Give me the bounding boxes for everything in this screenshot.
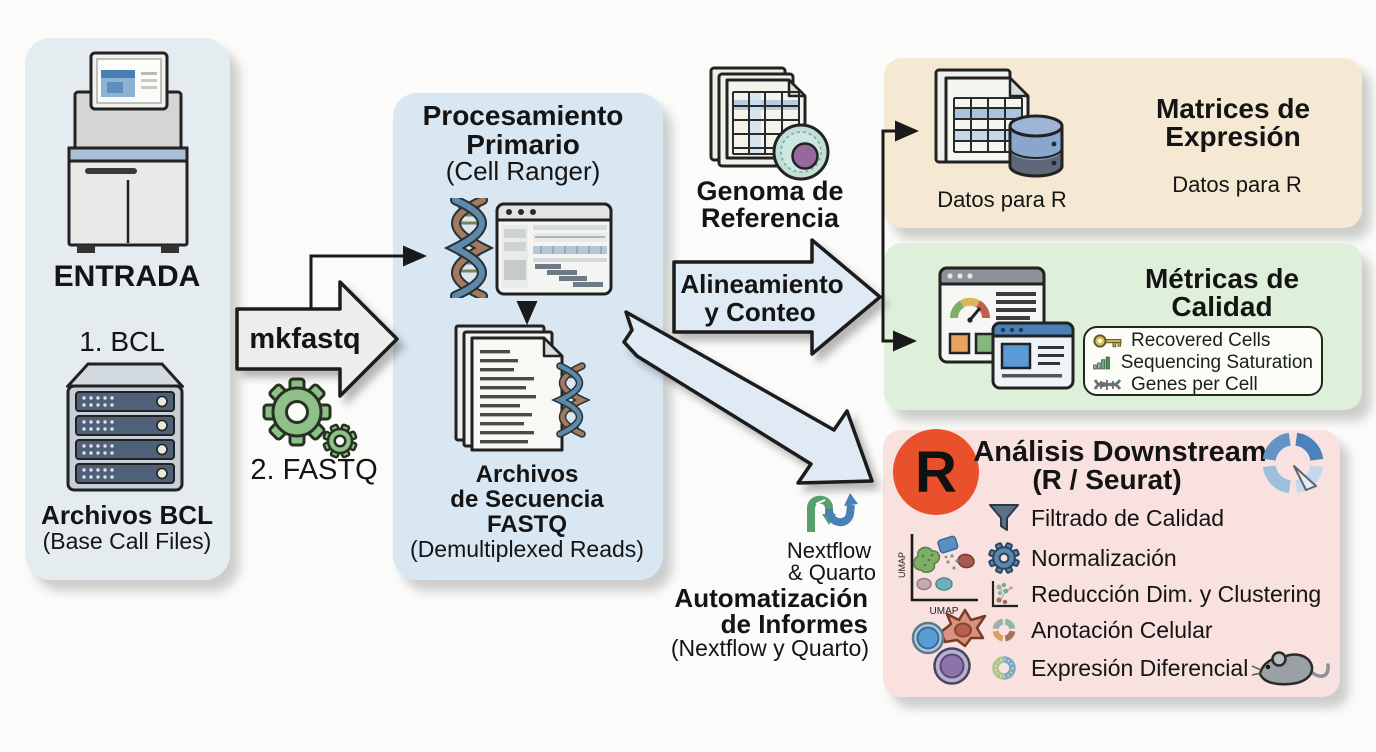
differential-donut-icon	[992, 656, 1016, 680]
matrices-title-2: Expresión	[1165, 121, 1301, 152]
downstream-item-label: Filtrado de Calidad	[1031, 504, 1225, 531]
cluster-scatter-icon	[991, 581, 1018, 608]
downstream-item-label: Normalización	[1031, 544, 1177, 571]
gear-blue-icon	[988, 542, 1020, 574]
alineamiento-label-1: Alineamiento	[680, 269, 844, 299]
entrada-step1: 1. BCL	[79, 326, 165, 357]
nextflow-label-1: Nextflow	[786, 538, 872, 563]
sequencer-icon	[67, 51, 189, 253]
downstream-item-label: Reducción Dim. y Clustering	[1031, 580, 1322, 607]
matrices-title-1: Matrices de	[1155, 93, 1311, 124]
list-item: Recovered Cells	[1093, 330, 1313, 352]
list-item: Genes per Cell	[1093, 374, 1313, 396]
entrada-title: ENTRADA	[53, 260, 201, 293]
dna-icon	[443, 198, 495, 298]
alineamiento-label-2: y Conteo	[704, 297, 816, 327]
umap-plot-icon: UMAP UMAP	[897, 534, 978, 617]
list-item: Reducción Dim. y Clustering	[988, 577, 1321, 611]
genoma-label-2: Referencia	[700, 203, 840, 233]
list-item: Sequencing Saturation	[1093, 352, 1313, 374]
list-item: Filtrado de Calidad	[988, 501, 1224, 535]
list-item: Expresión Diferencial	[988, 651, 1248, 685]
funnel-icon	[989, 504, 1019, 531]
genome-browser-icon	[495, 202, 613, 296]
metric-label: Genes per Cell	[1131, 374, 1258, 395]
automatizacion-sublabel: (Nextflow y Quarto)	[670, 635, 869, 661]
metricas-title-2: Calidad	[1171, 291, 1273, 322]
mkfastq-step2: 2. FASTQ	[250, 454, 378, 486]
fastq-sublabel: (Demultiplexed Reads)	[410, 536, 644, 562]
umap-y-label: UMAP	[897, 552, 907, 578]
genome-reference-icon	[709, 66, 830, 181]
expression-matrix-icon	[934, 68, 1064, 178]
matrices-icon-caption: Datos para R	[937, 187, 1067, 212]
downstream-title-2: (R / Seurat)	[1032, 464, 1182, 495]
primario-title-2: Primario	[466, 129, 580, 160]
umap-x-label: UMAP	[930, 606, 959, 617]
downstream-item-label: Expresión Diferencial	[1031, 654, 1249, 681]
automatizacion-label-2: de Informes	[720, 609, 868, 639]
annotation-donut-icon	[992, 618, 1016, 642]
metric-label: Recovered Cells	[1131, 330, 1271, 351]
fastq-label-2: de Secuencia	[450, 486, 604, 513]
nextflow-logo	[807, 493, 858, 532]
list-item: Anotación Celular	[988, 613, 1213, 647]
matrices-subtitle: Datos para R	[1172, 172, 1302, 197]
fastq-label-1: Archivos	[475, 461, 579, 488]
quarto-donut-icon	[1262, 432, 1324, 494]
metrics-list-box: Recovered Cells Sequencing Saturation Ge…	[1083, 326, 1323, 396]
cell-icons	[911, 608, 987, 685]
qc-dashboard-icon	[938, 266, 1075, 390]
automatizacion-label-1: Automatización	[674, 583, 868, 613]
primario-title-1: Procesamiento	[422, 100, 624, 131]
mouse-icon	[1251, 651, 1330, 686]
downstream-title-1: Análisis Downstream	[973, 436, 1267, 468]
list-item: Normalización	[988, 541, 1177, 575]
bcl-files-label: Archivos BCL	[41, 500, 213, 530]
mkfastq-arrow-label: mkfastq	[249, 323, 361, 355]
r-logo: R	[893, 429, 979, 515]
bcl-files-sublabel: (Base Call Files)	[42, 528, 212, 554]
fastq-files-icon	[454, 324, 591, 452]
database-icon	[1008, 114, 1064, 178]
metricas-title-1: Métricas de	[1144, 263, 1300, 294]
metric-label: Sequencing Saturation	[1120, 352, 1313, 373]
bar-chart-icon	[1093, 356, 1110, 370]
dna-small-icon	[1093, 379, 1122, 390]
primario-subtitle: (Cell Ranger)	[445, 156, 601, 186]
key-icon	[1093, 334, 1122, 348]
downstream-item-label: Anotación Celular	[1031, 616, 1213, 643]
genoma-label-1: Genoma de	[696, 176, 844, 206]
r-letter: R	[915, 439, 957, 505]
fastq-label-3: FASTQ	[486, 511, 568, 538]
server-icon	[66, 362, 184, 492]
nextflow-label-2: & Quarto	[787, 560, 877, 585]
